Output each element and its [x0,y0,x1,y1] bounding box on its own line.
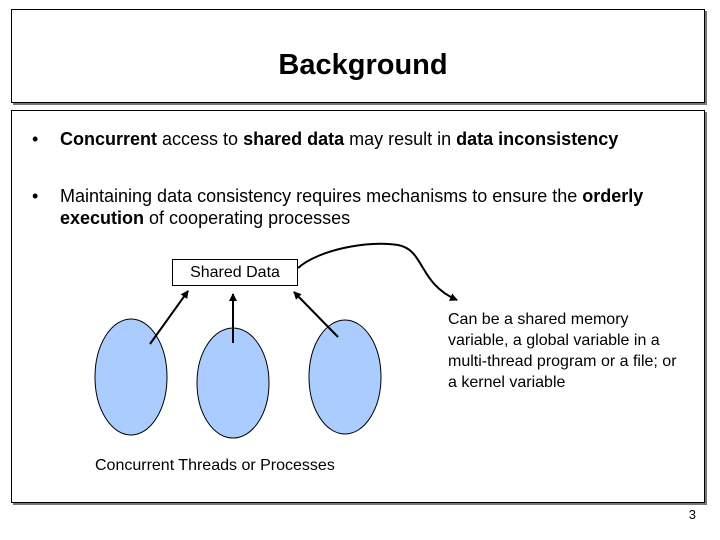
bullet-text: Maintaining data consistency requires me… [60,185,650,229]
content-box [11,110,705,503]
bullet-plain-text: of cooperating processes [144,208,351,228]
page-number: 3 [688,507,696,522]
bullet-bold-text: shared data [243,129,345,149]
bullet-bold-text: data inconsistency [456,129,619,149]
bullet-item-1: • Concurrent access to shared data may r… [32,128,650,150]
bullet-bold-text: Concurrent [60,129,158,149]
bullet-plain-text: Maintaining data consistency requires me… [60,186,583,206]
process-ellipse-1 [94,318,168,436]
bullet-text: Concurrent access to shared data may res… [60,128,650,150]
curved-arrow [297,242,458,301]
arrow-3 [293,291,339,338]
bullet-bold-text: orderly execution [60,186,644,228]
shared-data-box: Shared Data [172,259,298,286]
bullet-plain-text: may result in [344,129,457,149]
process-ellipse-3 [308,319,382,435]
bullet-item-2: • Maintaining data consistency requires … [32,185,650,229]
bullet-marker: • [32,129,39,149]
bullet-marker: • [32,186,39,206]
slide-title: Background [278,49,448,81]
note-text: Can be a shared memory variable, a globa… [448,311,677,391]
arrow-1 [149,290,189,345]
title-box: Background [11,9,705,103]
diagram-caption: Concurrent Threads or Processes [95,457,335,474]
process-ellipse-2 [196,327,270,439]
bullet-plain-text: access to [157,129,244,149]
